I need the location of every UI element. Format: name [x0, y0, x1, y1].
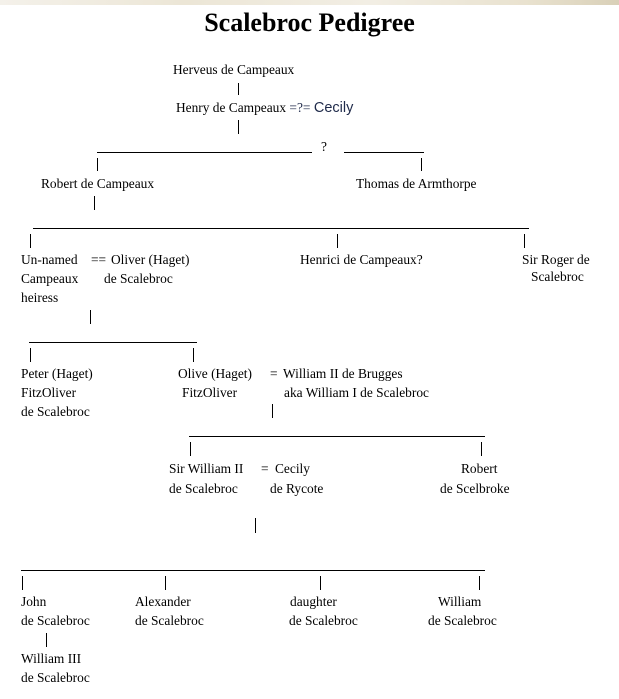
descent-line: [524, 234, 525, 248]
person-william-iii-line2: de Scalebroc: [21, 670, 90, 685]
sibling-line: [33, 228, 529, 229]
sibling-line: [29, 342, 197, 343]
person-john-line2: de Scalebroc: [21, 613, 90, 628]
person-henry-name: Henry de Campeaux: [176, 100, 287, 115]
person-john-line1: John: [21, 594, 47, 609]
person-cecily-spouse: Cecily: [313, 100, 354, 116]
marriage-symbol: =: [261, 461, 269, 476]
marriage-uncertain-symbol: =?=: [289, 100, 311, 115]
descent-line: [320, 576, 321, 590]
person-peter-line2: FitzOliver: [21, 385, 77, 400]
person-thomas-armthorpe: Thomas de Armthorpe: [356, 176, 477, 191]
marriage-symbol: ==: [91, 252, 107, 267]
person-oliver-line2: de Scalebroc: [104, 271, 173, 286]
person-robert-scelbroke-line2: de Scelbroke: [440, 481, 510, 496]
person-olive-line2: FitzOliver: [182, 385, 238, 400]
descent-line: [90, 310, 91, 324]
descent-line: [97, 158, 98, 171]
person-herveus: Herveus de Campeaux: [173, 62, 295, 77]
person-william-line1: William: [438, 594, 482, 609]
person-peter-line3: de Scalebroc: [21, 404, 90, 419]
descent-line: [255, 518, 256, 533]
person-unnamed-heiress-line2: Campeaux: [21, 271, 79, 286]
descent-line: [22, 576, 23, 590]
person-peter-line1: Peter (Haget): [21, 366, 93, 381]
person-alexander-line2: de Scalebroc: [135, 613, 204, 628]
descent-line: [46, 633, 47, 647]
descent-line: [481, 442, 482, 456]
person-henrici: Henrici de Campeaux?: [300, 252, 423, 267]
person-william-line2: de Scalebroc: [428, 613, 497, 628]
person-william-brugges-line2: aka William I de Scalebroc: [284, 385, 429, 400]
descent-line: [30, 234, 31, 248]
marriage-symbol: =: [270, 366, 278, 381]
person-robert-campeaux: Robert de Campeaux: [41, 176, 155, 191]
person-alexander-line1: Alexander: [135, 594, 191, 609]
uncertain-link-mark: ?: [321, 139, 327, 154]
person-unnamed-heiress-line1: Un-named: [21, 252, 78, 267]
descent-line: [421, 158, 422, 171]
person-sir-william-ii-line2: de Scalebroc: [169, 481, 238, 496]
page-title: Scalebroc Pedigree: [204, 8, 415, 37]
descent-line: [165, 576, 166, 590]
descent-line: [272, 404, 273, 418]
person-william-iii-line1: William III: [21, 651, 82, 666]
descent-line: [193, 348, 194, 362]
person-robert-scelbroke-line1: Robert: [461, 461, 498, 476]
top-border-strip: [0, 0, 619, 5]
descent-line: [238, 83, 239, 95]
person-roger-line1: Sir Roger de: [522, 252, 590, 267]
person-daughter-line2: de Scalebroc: [289, 613, 358, 628]
person-william-brugges-line1: William II de Brugges: [283, 366, 403, 381]
descent-line: [94, 196, 95, 210]
descent-line: [337, 234, 338, 248]
person-roger-line2: Scalebroc: [531, 269, 584, 284]
sibling-line: [21, 570, 485, 571]
person-sir-william-ii-line1: Sir William II: [169, 461, 244, 476]
sibling-line-left: [97, 152, 312, 153]
sibling-line: [189, 436, 485, 437]
person-oliver-line1: Oliver (Haget): [111, 252, 190, 267]
descent-line: [238, 120, 239, 134]
person-cecily-rycote-line2: de Rycote: [270, 481, 324, 496]
descent-line: [479, 576, 480, 590]
person-cecily-rycote-line1: Cecily: [275, 461, 310, 476]
person-henry: Henry de Campeaux =?= Cecily: [176, 98, 353, 118]
person-olive-line1: Olive (Haget): [178, 366, 252, 381]
descent-line: [30, 348, 31, 362]
person-daughter-line1: daughter: [290, 594, 337, 609]
person-unnamed-heiress-line3: heiress: [21, 290, 59, 305]
sibling-line-right: [344, 152, 424, 153]
descent-line: [190, 442, 191, 456]
